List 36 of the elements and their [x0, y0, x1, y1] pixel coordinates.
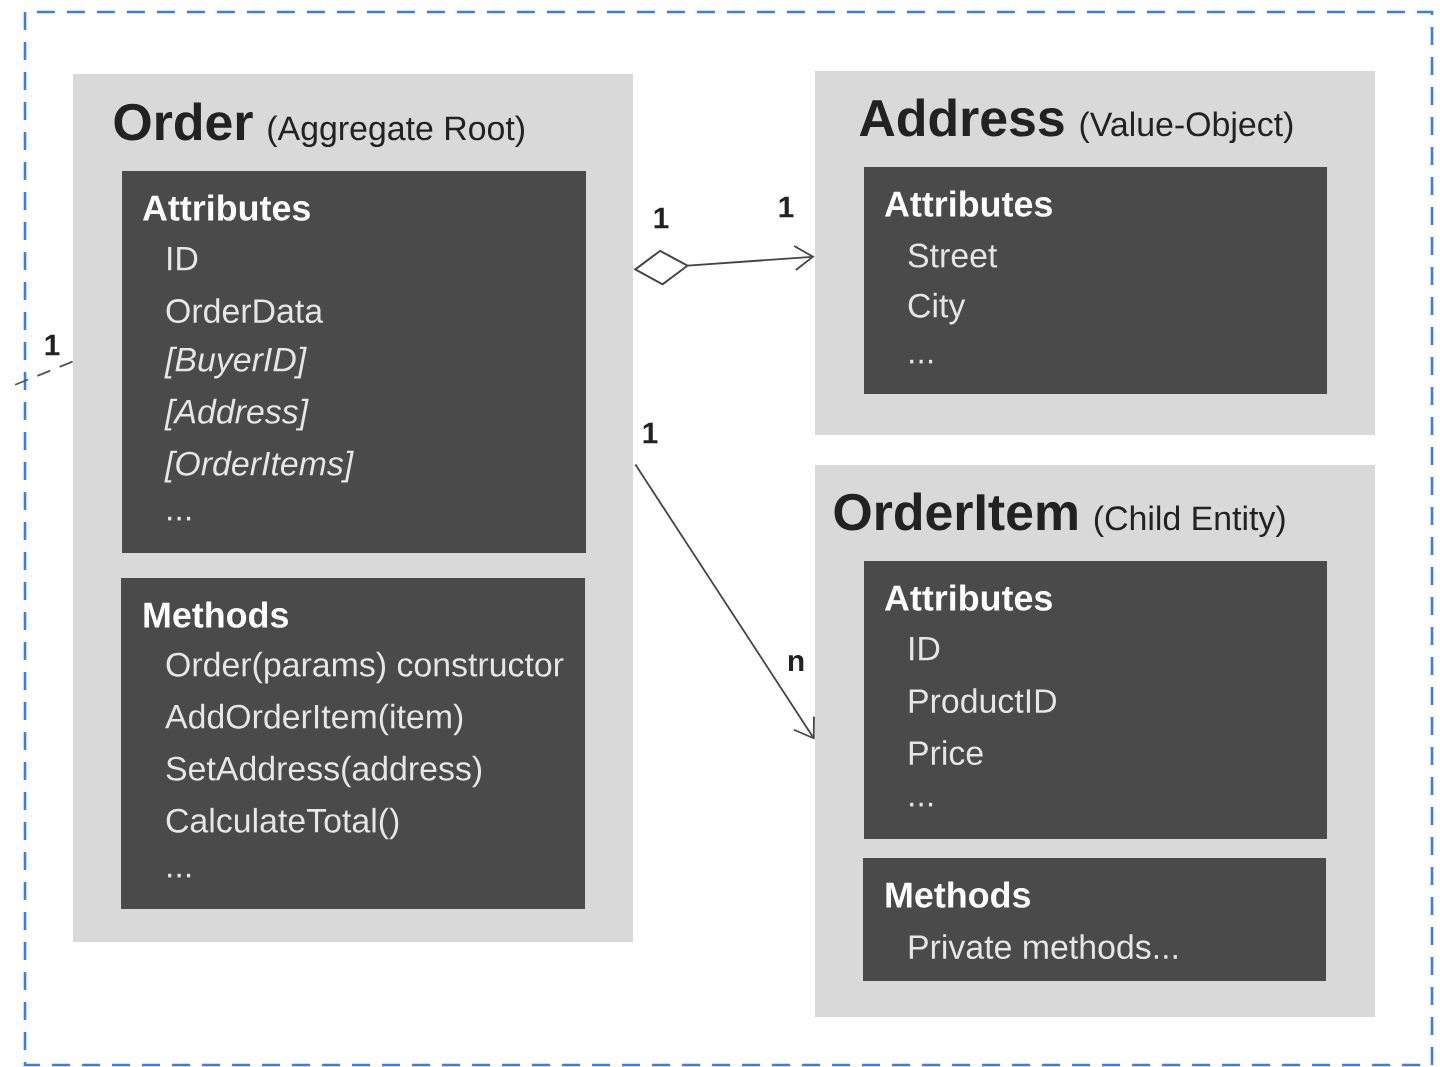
stereotype-label: (Child Entity)	[1094, 505, 1285, 538]
stereotype-label: (Value-Object)	[1080, 111, 1293, 144]
member-item: AddOrderItem(item)	[165, 703, 463, 736]
association-arrow	[634, 463, 815, 740]
member-item: [BuyerID]	[164, 346, 307, 379]
section-heading: Methods	[886, 881, 1030, 908]
member-item: ...	[910, 359, 933, 364]
member-item: ID	[168, 246, 198, 271]
entity-title: OrderItem	[834, 492, 1077, 531]
member-item: Price	[909, 740, 983, 766]
member-item: SetAddress(address)	[166, 755, 482, 788]
section-heading: Attributes	[884, 190, 1052, 217]
stereotype-label: (Aggregate Root)	[268, 115, 524, 148]
member-item: Street	[908, 243, 998, 268]
member-item: CalculateTotal()	[166, 807, 399, 840]
member-item: City	[908, 292, 966, 325]
multiplicity-label: n	[788, 654, 804, 672]
member-item: ...	[168, 873, 191, 878]
member-item: ...	[168, 516, 191, 521]
member-item: [Address]	[164, 398, 309, 431]
member-item: ProductID	[909, 688, 1056, 714]
member-item: Private methods...	[909, 934, 1177, 960]
member-item: Order(params) constructor	[166, 651, 564, 684]
multiplicity-label: 1	[654, 207, 669, 229]
section-heading: Attributes	[142, 194, 310, 221]
entity-title: Address	[859, 98, 1064, 137]
multiplicity-label: 1	[45, 334, 60, 356]
member-item: OrderData	[166, 298, 324, 324]
member-item: ...	[910, 802, 933, 807]
member-item: ID	[910, 636, 940, 661]
member-item: [OrderItems]	[164, 450, 354, 483]
multiplicity-label: 1	[779, 196, 794, 218]
section-heading: Attributes	[884, 584, 1052, 611]
multiplicity-label: 1	[643, 422, 658, 444]
entity-title: Order	[114, 102, 253, 141]
section-heading: Methods	[144, 601, 288, 628]
